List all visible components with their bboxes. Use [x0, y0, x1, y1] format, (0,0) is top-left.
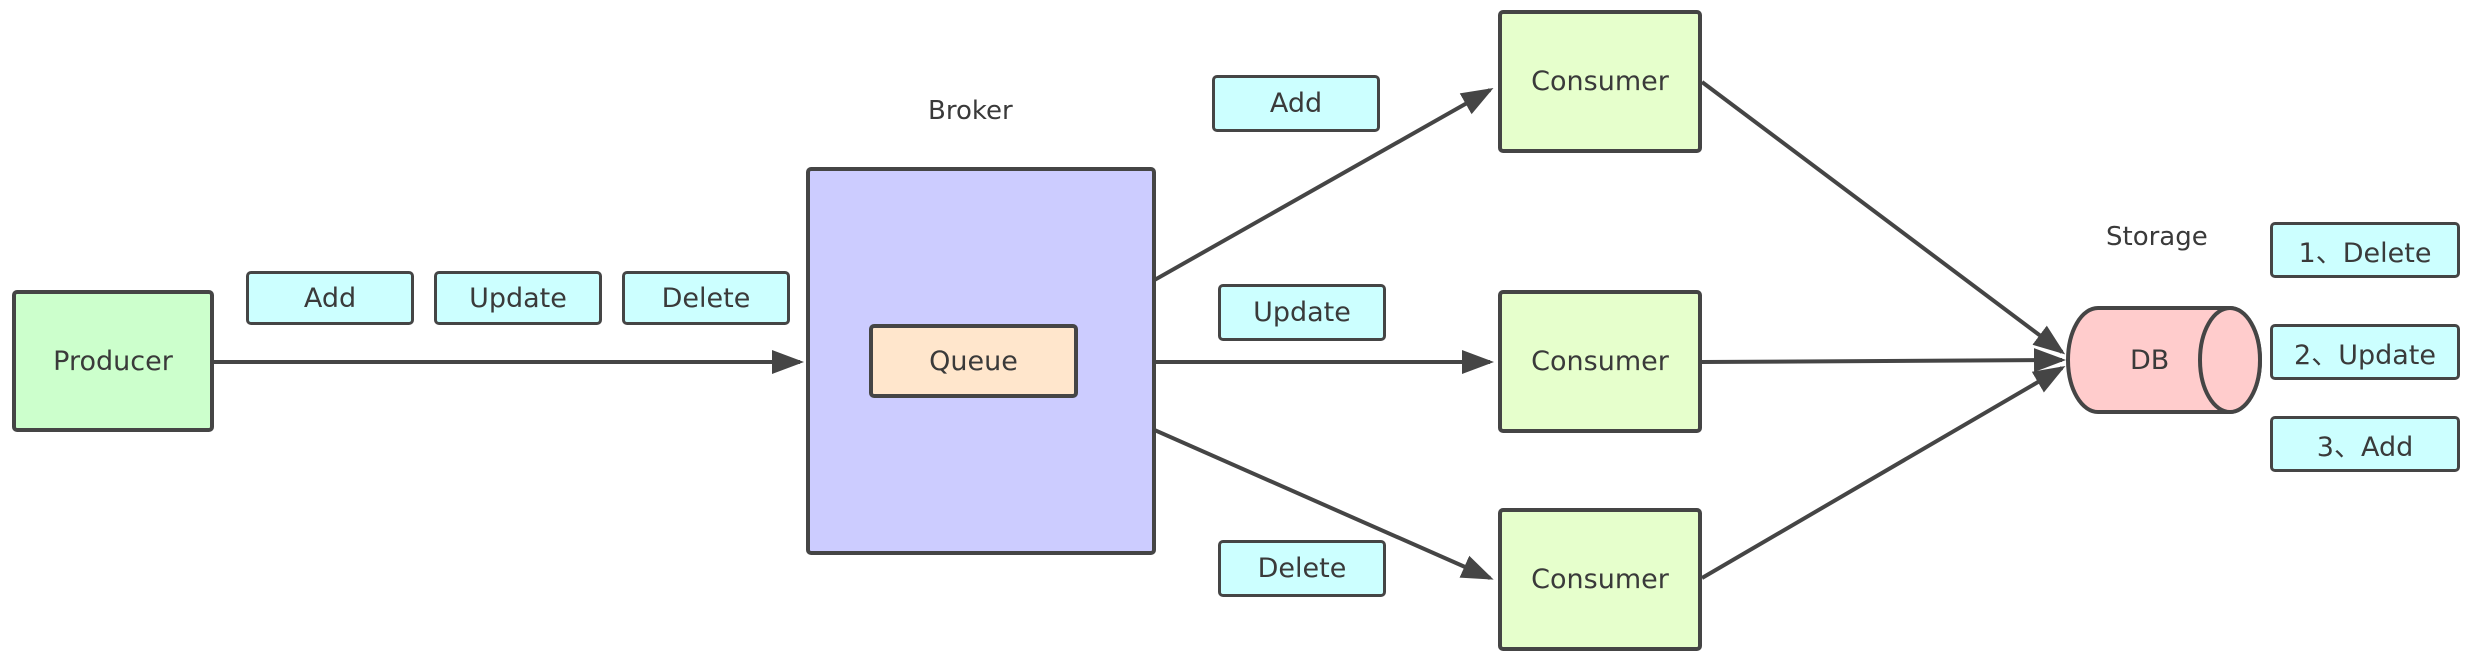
queue-label: Queue	[929, 345, 1018, 377]
applied-order-label: 2、Update	[2294, 339, 2436, 371]
delivered-message-update: Update	[1218, 284, 1386, 341]
consumer-node-3: Consumer	[1498, 508, 1702, 651]
sent-message-add: Add	[246, 271, 414, 325]
applied-order-label: 3、Add	[2316, 431, 2414, 463]
sent-message-delete: Delete	[622, 271, 790, 325]
delivered-message-label: Add	[1269, 88, 1323, 119]
consumer-label: Consumer	[1531, 346, 1669, 377]
applied-order-2: 2、Update	[2270, 324, 2460, 380]
queue-node: Queue	[869, 324, 1078, 398]
sent-message-label: Add	[303, 282, 357, 314]
sent-message-label: Update	[469, 282, 567, 314]
consumer-node-2: Consumer	[1498, 290, 1702, 433]
consumer-label: Consumer	[1531, 66, 1669, 97]
producer-label: Producer	[53, 345, 173, 377]
producer-node: Producer	[12, 290, 214, 432]
storage-title: Storage	[2106, 222, 2208, 252]
consumer-label: Consumer	[1531, 564, 1669, 595]
broker-title: Broker	[928, 96, 1013, 126]
consumer-node-1: Consumer	[1498, 10, 1702, 153]
applied-order-3: 3、Add	[2270, 416, 2460, 472]
consumer-1-to-db-arrow	[1700, 80, 2066, 355]
delivered-message-add: Add	[1212, 75, 1380, 132]
delivered-message-label: Update	[1253, 297, 1351, 328]
applied-order-1: 1、Delete	[2270, 222, 2460, 278]
delivered-message-label: Delete	[1257, 553, 1347, 584]
consumer-2-to-db-arrow	[1701, 348, 2066, 373]
consumer-3-to-db-arrow	[1700, 365, 2066, 580]
applied-order-label: 1、Delete	[2298, 237, 2432, 269]
delivered-message-delete: Delete	[1218, 540, 1386, 597]
db-label: DB	[2130, 345, 2170, 376]
sent-message-update: Update	[434, 271, 602, 325]
sent-message-label: Delete	[661, 282, 751, 314]
db-cylinder	[2066, 306, 2262, 414]
